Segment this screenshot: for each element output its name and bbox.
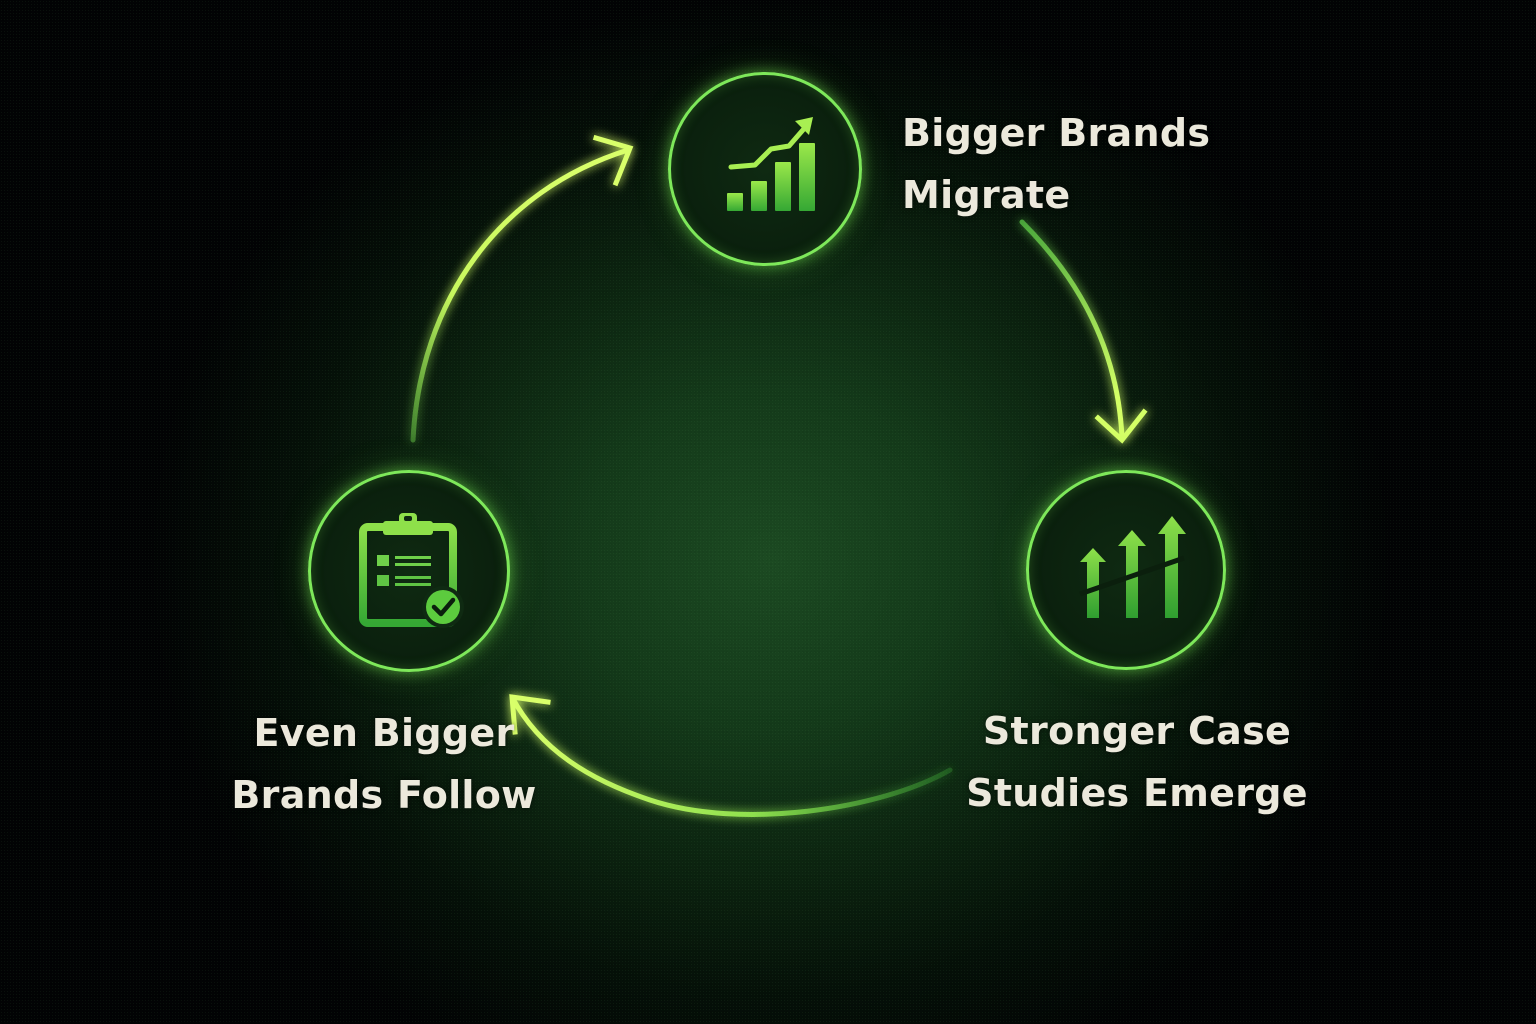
node-stronger-case-studies (1026, 470, 1226, 670)
rising-arrows-icon (1079, 516, 1186, 618)
bar-chart-trend-up-icon (727, 117, 815, 211)
node-even-bigger-brands (308, 470, 510, 672)
label-line-2: Brands Follow (231, 773, 537, 817)
arrow-left-to-top (410, 134, 634, 443)
label-stronger-case-studies: Stronger Case Studies Emerge (962, 700, 1312, 824)
label-bigger-brands-migrate: Bigger Brands Migrate (902, 102, 1210, 226)
label-even-bigger-brands: Even Bigger Brands Follow (224, 702, 544, 826)
label-line-1: Stronger Case (982, 709, 1292, 753)
label-line-2: Studies Emerge (966, 771, 1308, 815)
label-line-1: Bigger Brands (902, 111, 1211, 155)
label-line-1: Even Bigger (253, 711, 515, 755)
clipboard-check-icon (359, 513, 464, 628)
label-line-2: Migrate (902, 173, 1071, 217)
arrow-top-to-right (1019, 219, 1148, 444)
node-bigger-brands-migrate (668, 72, 862, 266)
arrow-right-to-left (509, 694, 953, 817)
